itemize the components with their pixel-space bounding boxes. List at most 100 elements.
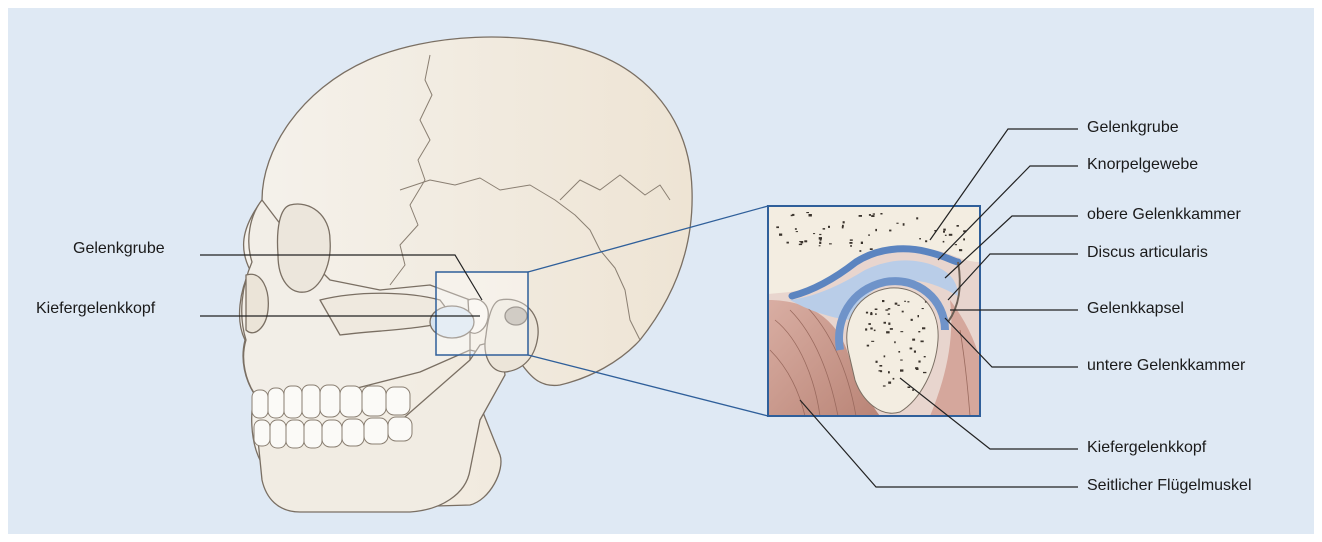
bone-speckle bbox=[859, 215, 862, 217]
bone-speckle bbox=[796, 231, 798, 232]
bone-speckle bbox=[916, 217, 918, 219]
bone-speckle bbox=[875, 313, 877, 314]
bone-speckle bbox=[918, 331, 920, 332]
bone-speckle bbox=[849, 242, 852, 244]
bone-speckle bbox=[843, 221, 845, 223]
bone-speckle bbox=[883, 385, 886, 386]
bone-speckle bbox=[893, 378, 895, 380]
bone-speckle bbox=[886, 331, 890, 333]
bone-speckle bbox=[963, 238, 965, 240]
eye-orbit bbox=[278, 204, 331, 292]
bone-speckle bbox=[868, 323, 871, 325]
label-right-obere-gelenkkammer: obere Gelenkkammer bbox=[1087, 206, 1241, 224]
bone-speckle bbox=[912, 339, 915, 341]
bone-speckle bbox=[915, 367, 918, 369]
bone-speckle bbox=[799, 244, 802, 245]
bone-speckle bbox=[900, 360, 903, 361]
bone-speckle bbox=[895, 303, 898, 305]
bone-speckle bbox=[879, 370, 882, 371]
bone-speckle bbox=[922, 327, 925, 329]
bone-speckle bbox=[904, 301, 906, 302]
bone-speckle bbox=[918, 361, 920, 363]
bone-speckle bbox=[823, 228, 826, 230]
bone-speckle bbox=[875, 229, 877, 231]
label-right-untere-gelenkkammer: untere Gelenkkammer bbox=[1087, 357, 1245, 375]
bone-speckle bbox=[903, 223, 905, 226]
bone-speckle bbox=[850, 239, 853, 240]
bone-speckle bbox=[870, 328, 872, 330]
bone-speckle bbox=[869, 214, 871, 216]
bone-speckle bbox=[888, 308, 891, 309]
bone-speckle bbox=[828, 226, 830, 228]
bone-speckle bbox=[907, 301, 909, 302]
bone-speckle bbox=[918, 315, 920, 317]
bone-speckle bbox=[910, 348, 913, 350]
bone-speckle bbox=[923, 372, 926, 373]
label-right-kiefergelenkkopf: Kiefergelenkkopf bbox=[1087, 439, 1206, 457]
bone-speckle bbox=[925, 240, 927, 242]
bone-speckle bbox=[871, 312, 873, 314]
bone-speckle bbox=[813, 233, 815, 234]
bone-speckle bbox=[787, 242, 789, 244]
bone-speckle bbox=[900, 331, 903, 332]
bone-speckle bbox=[871, 341, 874, 342]
bone-speckle bbox=[795, 228, 797, 230]
bone-speckle bbox=[859, 250, 861, 252]
tmj-inset bbox=[768, 206, 980, 416]
bone-speckle bbox=[866, 312, 868, 314]
bone-speckle bbox=[925, 301, 927, 302]
label-right-seitlicher-fluegelmuskel: Seitlicher Flügelmuskel bbox=[1087, 477, 1252, 495]
bone-speckle bbox=[801, 241, 804, 243]
bone-speckle bbox=[890, 328, 893, 330]
bone-speckle bbox=[868, 234, 870, 235]
bone-speckle bbox=[791, 215, 793, 217]
label-left-gelenkgrube: Gelenkgrube bbox=[73, 240, 165, 258]
bone-speckle bbox=[919, 238, 921, 239]
bone-speckle bbox=[880, 213, 882, 215]
bone-speckle bbox=[819, 242, 821, 244]
bone-speckle bbox=[850, 245, 852, 247]
bone-speckle bbox=[902, 311, 904, 313]
bone-speckle bbox=[908, 387, 911, 389]
bone-speckle bbox=[804, 240, 807, 242]
bone-speckle bbox=[882, 300, 884, 302]
bone-speckle bbox=[896, 223, 898, 224]
bone-speckle bbox=[885, 309, 888, 310]
bone-speckle bbox=[870, 248, 873, 250]
zoom-region-box bbox=[436, 272, 528, 355]
bone-speckle bbox=[900, 369, 903, 371]
projection-line-bottom bbox=[528, 355, 768, 416]
bone-speckle bbox=[873, 213, 875, 214]
bone-speckle bbox=[943, 229, 946, 231]
bone-speckle bbox=[876, 361, 878, 363]
bone-speckle bbox=[945, 235, 947, 236]
bone-speckle bbox=[898, 351, 900, 353]
bone-speckle bbox=[865, 328, 867, 330]
bone-speckle bbox=[888, 313, 890, 314]
bone-speckle bbox=[943, 231, 945, 233]
label-right-knorpelgewebe: Knorpelgewebe bbox=[1087, 156, 1198, 174]
bone-speckle bbox=[884, 355, 886, 357]
bone-speckle bbox=[924, 356, 926, 357]
bone-speckle bbox=[879, 365, 882, 367]
bone-speckle bbox=[874, 330, 876, 332]
bone-speckle bbox=[819, 237, 822, 239]
bone-speckle bbox=[889, 230, 891, 232]
label-left-kiefergelenkkopf: Kiefergelenkkopf bbox=[36, 300, 155, 318]
bone-speckle bbox=[871, 215, 874, 217]
label-right-discus-articularis: Discus articularis bbox=[1087, 244, 1208, 262]
bone-speckle bbox=[842, 225, 844, 227]
bone-speckle bbox=[779, 234, 782, 236]
bone-speckle bbox=[959, 249, 962, 251]
bone-speckle bbox=[922, 308, 924, 309]
bone-speckle bbox=[809, 214, 812, 217]
bone-speckle bbox=[819, 234, 821, 235]
bone-speckle bbox=[875, 309, 878, 311]
bone-speckle bbox=[897, 305, 899, 306]
bone-speckle bbox=[955, 244, 957, 245]
bone-speckle bbox=[861, 242, 863, 244]
bone-speckle bbox=[884, 322, 887, 324]
bone-speckle bbox=[829, 243, 832, 244]
